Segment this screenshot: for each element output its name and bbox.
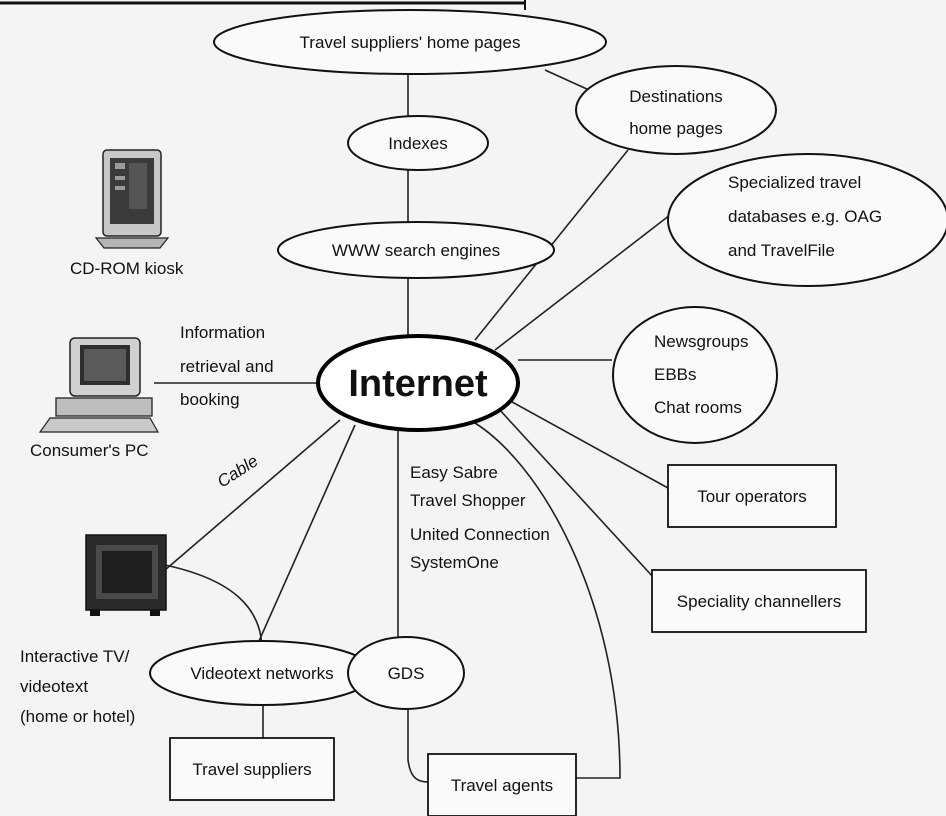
- label-travel-agents: Travel agents: [451, 776, 553, 795]
- label-interactive-tv-3: (home or hotel): [20, 707, 135, 726]
- box-speciality-channellers: [651, 569, 867, 633]
- label-destinations-1: Destinations: [629, 87, 723, 106]
- label-travel-suppliers: Travel suppliers: [192, 760, 311, 779]
- node-indexes: [347, 115, 489, 171]
- label-specialized-3: and TravelFile: [728, 241, 835, 260]
- label-newsgroups-2: EBBs: [654, 365, 697, 384]
- interactive-tv-icon: [85, 534, 167, 616]
- label-cable: Cable: [214, 451, 262, 491]
- label-info-retrieval-1: Information: [180, 323, 265, 342]
- connectors: [154, 69, 671, 783]
- label-gds-list-1: Easy Sabre: [410, 463, 498, 482]
- node-gds: [347, 636, 465, 710]
- label-indexes: Indexes: [388, 134, 448, 153]
- consumer-pc-icon: [38, 337, 160, 433]
- node-specialized-databases: [667, 153, 946, 287]
- label-interactive-tv-1: Interactive TV/: [20, 647, 130, 666]
- label-gds-list-3: United Connection: [410, 525, 550, 544]
- label-consumers-pc: Consumer's PC: [30, 441, 149, 460]
- label-specialized-2: databases e.g. OAG: [728, 207, 882, 226]
- label-info-retrieval-3: booking: [180, 390, 240, 409]
- label-cd-rom-kiosk: CD-ROM kiosk: [70, 259, 184, 278]
- label-travel-suppliers-home-pages: Travel suppliers' home pages: [300, 33, 521, 52]
- node-travel-suppliers-home-pages: [213, 9, 607, 75]
- top-border: [0, 0, 526, 10]
- box-tour-operators: [667, 464, 837, 528]
- label-interactive-tv-2: videotext: [20, 677, 88, 696]
- node-destinations-home-pages: [575, 65, 777, 155]
- label-videotext-networks: Videotext networks: [190, 664, 333, 683]
- box-travel-agents: [427, 753, 577, 816]
- label-speciality-channellers: Speciality channellers: [677, 592, 841, 611]
- label-gds-list-4: SystemOne: [410, 553, 499, 572]
- label-newsgroups-3: Chat rooms: [654, 398, 742, 417]
- label-specialized-1: Specialized travel: [728, 173, 861, 192]
- node-internet: [316, 334, 520, 432]
- label-info-retrieval-2: retrieval and: [180, 357, 274, 376]
- node-www-search-engines: [277, 221, 555, 279]
- label-destinations-2: home pages: [629, 119, 723, 138]
- box-travel-suppliers: [169, 737, 335, 801]
- cd-rom-kiosk-icon: [94, 149, 170, 249]
- label-gds: GDS: [388, 664, 425, 683]
- label-gds-list-2: Travel Shopper: [410, 491, 526, 510]
- label-newsgroups-1: Newsgroups: [654, 332, 749, 351]
- node-newsgroups: [612, 306, 778, 444]
- label-internet: Internet: [348, 363, 488, 405]
- label-tour-operators: Tour operators: [697, 487, 807, 506]
- label-www-search-engines: WWW search engines: [332, 241, 500, 260]
